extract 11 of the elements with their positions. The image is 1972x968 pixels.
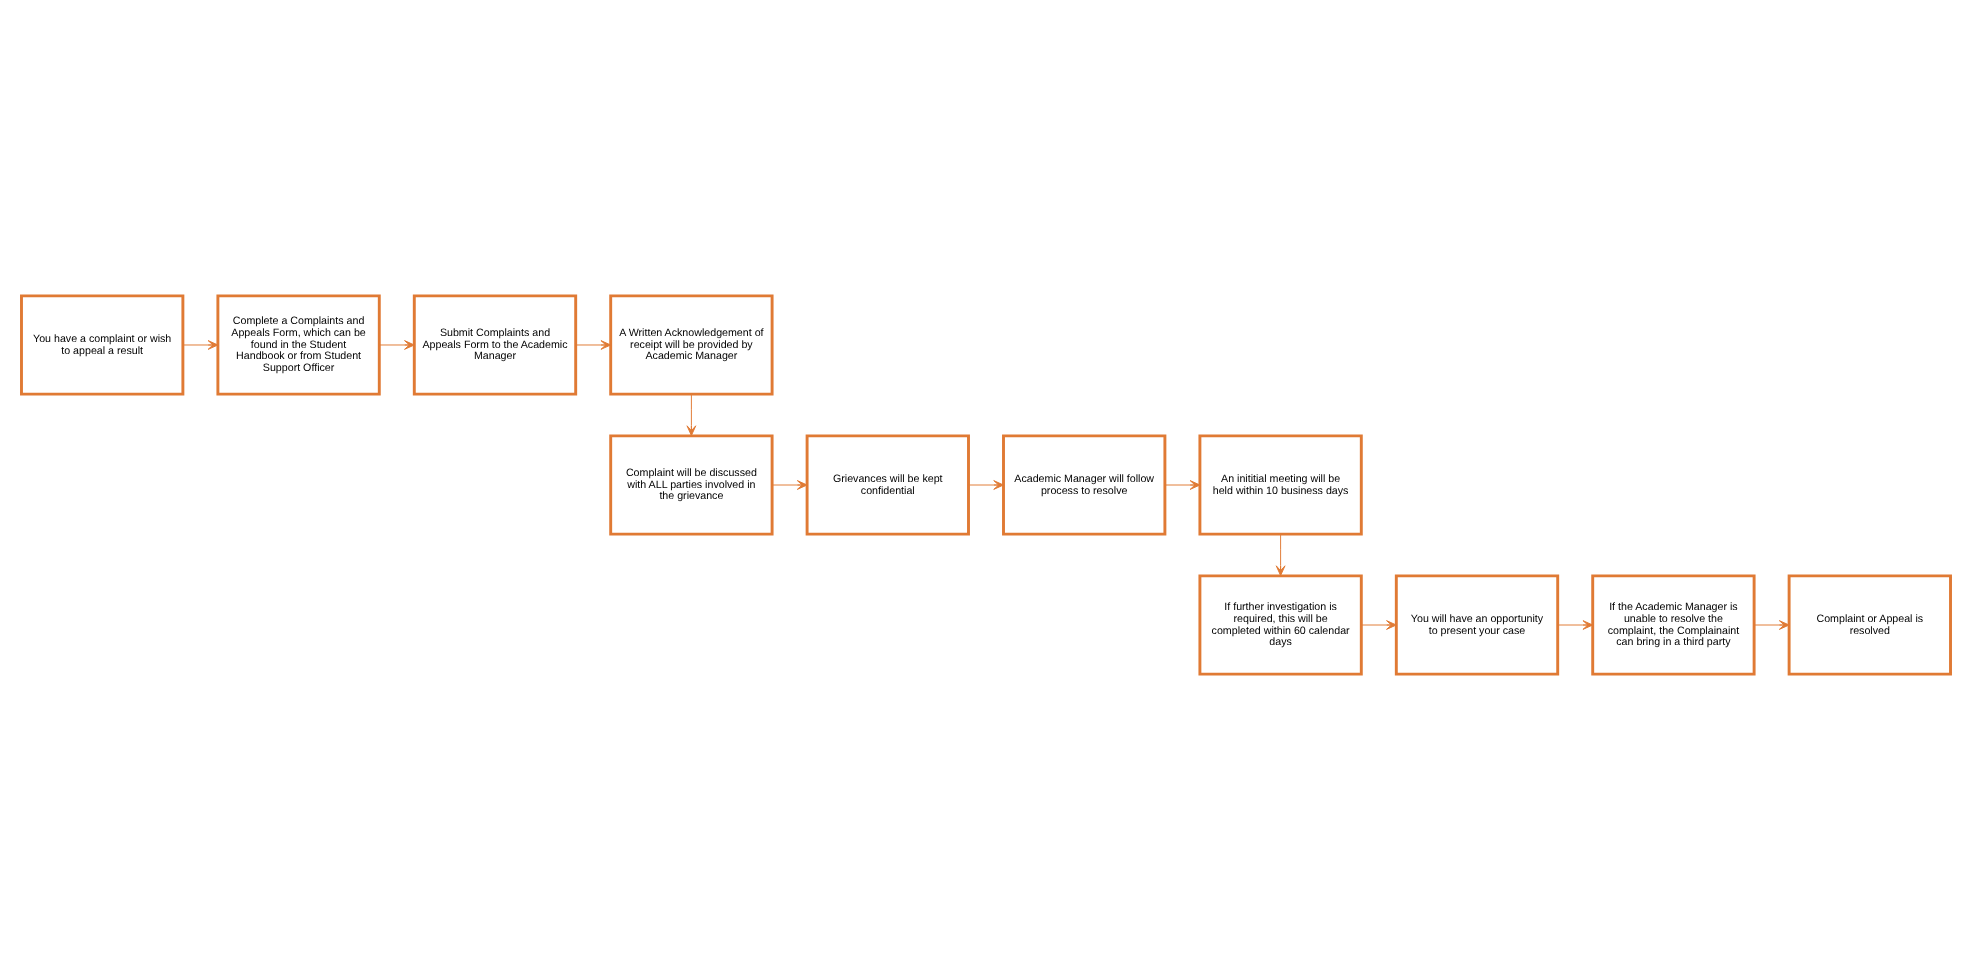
arrow bbox=[379, 339, 415, 349]
arrow bbox=[575, 339, 612, 349]
arrow bbox=[1164, 479, 1201, 489]
arrow bbox=[182, 339, 219, 349]
arrow bbox=[968, 479, 1004, 489]
arrow bbox=[686, 392, 697, 435]
arrow bbox=[1753, 619, 1790, 629]
arrow bbox=[1361, 619, 1397, 629]
arrow bbox=[771, 479, 808, 489]
arrow bbox=[1275, 532, 1286, 576]
arrow bbox=[1557, 619, 1594, 629]
